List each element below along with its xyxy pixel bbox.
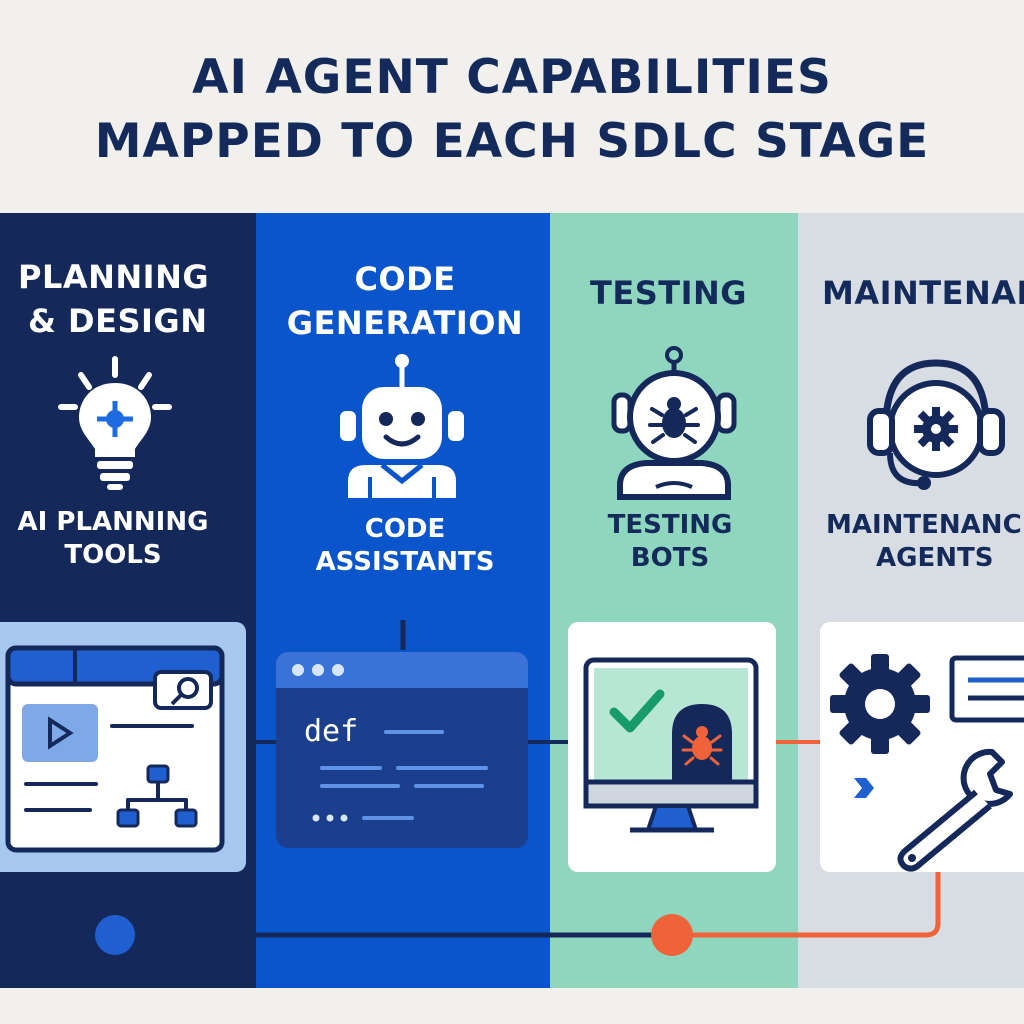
planning-panel xyxy=(0,622,246,872)
code-editor-panel: def xyxy=(276,652,528,848)
stage-title-code-generation: CODE GENERATION xyxy=(286,260,524,342)
stage-column-code-generation: CODE GENERATION CODE ASSISTANTS xyxy=(256,213,550,988)
timeline-start-dot xyxy=(95,915,135,955)
tool-label-code-generation: CODE ASSISTANTS xyxy=(315,514,495,577)
title-line-1: AI AGENT CAPABILITIES xyxy=(192,50,832,105)
stage-title-planning: PLANNING & DESIGN xyxy=(18,258,210,340)
stage-title-maintenance: MAINTENANCE xyxy=(822,274,1024,312)
tool-label-testing: TESTING BOTS xyxy=(607,510,733,573)
testing-panel xyxy=(568,622,776,872)
lightbulb-icon xyxy=(58,356,172,490)
tool-label-planning: AI PLANNING TOOLS xyxy=(17,507,209,570)
robot-icon xyxy=(340,354,464,498)
window-dots-icon xyxy=(292,664,344,676)
code-lines-icon xyxy=(312,730,488,822)
code-editor-titlebar xyxy=(276,652,528,688)
tool-label-maintenance: MAINTENANCE AGENTS xyxy=(826,510,1024,573)
title-line-2: MAPPED TO EACH SDLC STAGE xyxy=(94,114,930,169)
planning-window-icon xyxy=(5,645,225,853)
bug-bot-icon xyxy=(611,346,737,500)
page-title: AI AGENT CAPABILITIES MAPPED TO EACH SDL… xyxy=(0,46,1024,174)
gear-wrench-icon xyxy=(830,654,1024,872)
maintenance-panel xyxy=(820,622,1024,872)
code-keyword: def xyxy=(304,714,359,749)
timeline-end-dot xyxy=(651,914,693,956)
monitor-bug-check-icon xyxy=(583,657,759,833)
headset-gear-icon xyxy=(867,359,1005,490)
stage-title-testing: TESTING xyxy=(590,274,748,312)
